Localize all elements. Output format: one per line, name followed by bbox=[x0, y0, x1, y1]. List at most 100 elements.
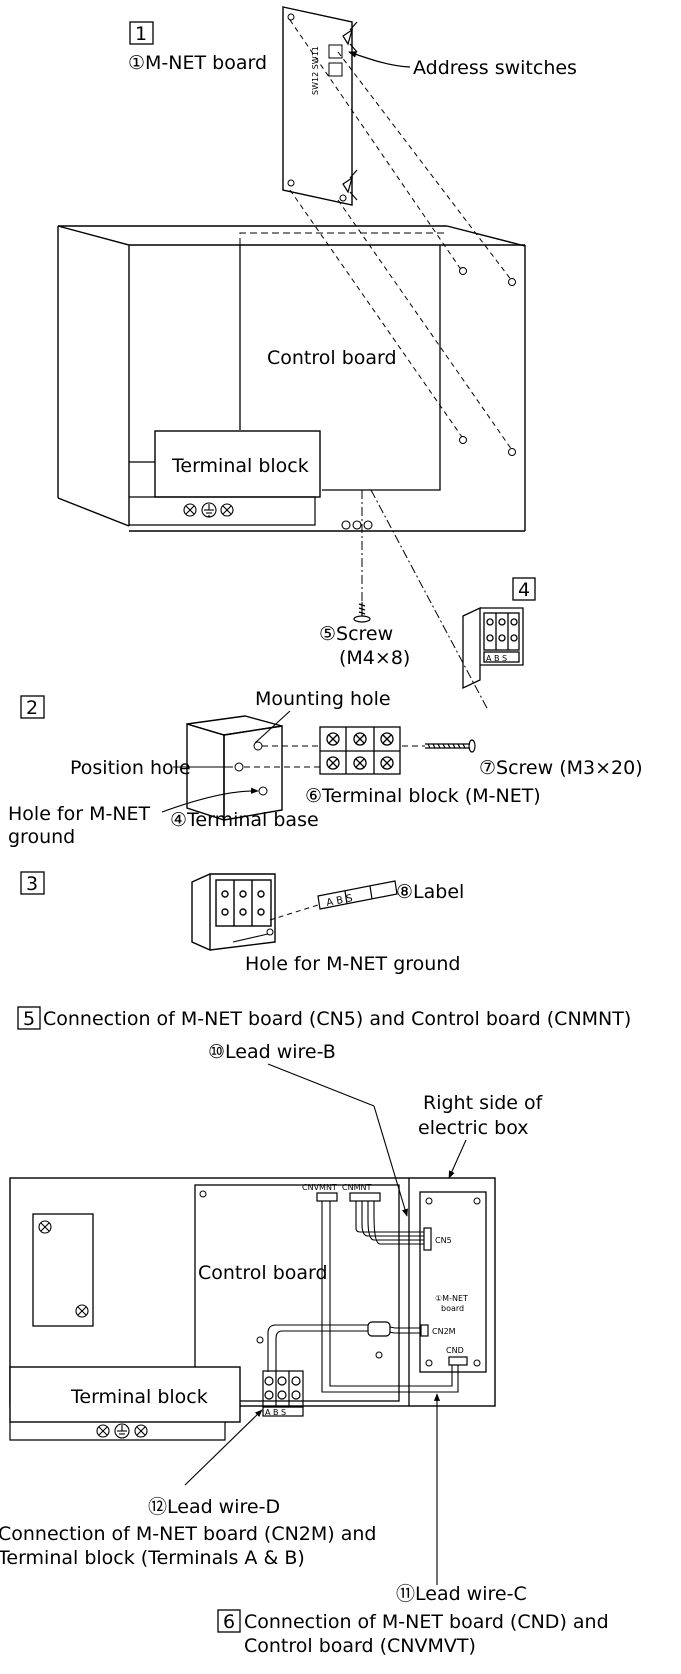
right-side-leader bbox=[448, 1139, 467, 1179]
step-2-section: 2 Mounting hole Position hole Hole for M… bbox=[8, 688, 643, 848]
lead-wire-d bbox=[267, 1324, 421, 1372]
label-part-label: ⑧Label bbox=[396, 881, 464, 903]
board-hole bbox=[287, 179, 295, 187]
mounting-guide-lines bbox=[289, 19, 513, 451]
terminal-unit-letters: A B S bbox=[486, 654, 507, 663]
step-5-section: 5 Connection of M-NET board (CN5) and Co… bbox=[0, 1006, 631, 1569]
lead-wire-b-leader bbox=[373, 1105, 408, 1217]
lead-wire-b-label: ⑩Lead wire-B bbox=[208, 1041, 336, 1063]
step-4-badge bbox=[512, 577, 536, 601]
label-guide-line bbox=[269, 904, 319, 921]
step-3-number: 3 bbox=[26, 873, 38, 895]
screw-m4-icon bbox=[353, 602, 371, 623]
abs-label-strip bbox=[317, 880, 398, 910]
lead-wire-c bbox=[321, 1201, 459, 1393]
board-spacer-bottom bbox=[342, 169, 358, 201]
terminal-rail-bottom bbox=[9, 1422, 226, 1441]
mounting-hole bbox=[508, 448, 516, 456]
cnmnt-label: CNMNT bbox=[342, 1183, 371, 1192]
step-6-section: ⑪Lead wire-C 6 Connection of M-NET board… bbox=[217, 1393, 609, 1657]
mnet-board bbox=[419, 1191, 487, 1373]
terminal-rail bbox=[129, 496, 316, 526]
electric-box-bottom bbox=[9, 1177, 496, 1407]
conn-cn2m-label-2: Terminal block (Terminals A & B) bbox=[0, 1547, 305, 1569]
ground-hole-leader bbox=[161, 787, 259, 813]
board-hole bbox=[339, 194, 347, 202]
mounting-hole bbox=[459, 436, 467, 444]
step-2-number: 2 bbox=[26, 697, 38, 719]
control-board-panel bbox=[239, 245, 441, 491]
cnd-label: CND bbox=[446, 1346, 464, 1355]
lead-wire-b bbox=[355, 1201, 424, 1245]
step-2-badge bbox=[20, 695, 45, 719]
screw-m3-icon bbox=[425, 739, 476, 753]
electric-box bbox=[57, 225, 526, 532]
mnet-board-small-2: board bbox=[441, 1304, 464, 1313]
step2-guide-lines bbox=[244, 745, 425, 768]
ground-hole bbox=[266, 928, 274, 936]
terminal-block-label: Terminal block bbox=[171, 455, 309, 477]
terminal-base-label: ④Terminal base bbox=[170, 809, 319, 831]
ground-screws-bottom bbox=[96, 1423, 148, 1439]
step-6-badge bbox=[217, 1609, 241, 1633]
address-switch-sw11 bbox=[328, 44, 343, 59]
cnvmnt-label: CNVMNT bbox=[302, 1183, 337, 1192]
control-board bbox=[194, 1184, 400, 1402]
step-1-section: 1 ①M-NET board SW12 SW11 Address switche… bbox=[57, 6, 577, 711]
right-side-label-1: Right side of bbox=[423, 1092, 544, 1114]
board-hole bbox=[256, 1336, 264, 1344]
mounting-hole bbox=[253, 741, 263, 751]
board-hole bbox=[287, 13, 295, 21]
abs-label-letters: A B S bbox=[325, 893, 353, 909]
screw-m4-size: (M4×8) bbox=[339, 647, 410, 669]
mounting-hole bbox=[508, 278, 516, 286]
control-board-label: Control board bbox=[267, 347, 397, 369]
mnet-terminal-block-small bbox=[262, 1370, 304, 1417]
bottom-holes bbox=[341, 520, 373, 530]
tb-letters-bottom: A B S bbox=[265, 1408, 286, 1417]
step-5-number: 5 bbox=[23, 1008, 35, 1030]
wire-d-coupler bbox=[367, 1321, 391, 1337]
cn2m-label: CN2M bbox=[432, 1327, 456, 1336]
ground-hole-leader bbox=[232, 933, 269, 943]
terminal-block-label-2: Terminal block bbox=[70, 1386, 208, 1408]
screw-m3-label: ⑦Screw (M3×20) bbox=[479, 757, 643, 779]
lead-wire-d-label: ⑫Lead wire-D bbox=[148, 1496, 280, 1518]
mnet-board-label: ①M-NET board bbox=[128, 52, 267, 74]
conn-cn2m-label-1: Connection of M-NET board (CN2M) and bbox=[0, 1523, 377, 1545]
terminal-assembly bbox=[191, 873, 276, 951]
terminal-block bbox=[154, 430, 321, 498]
switch-labels: SW12 SW11 bbox=[311, 46, 320, 95]
mnet-board-small-1: ①M-NET bbox=[435, 1294, 468, 1303]
address-switch-sw12 bbox=[328, 62, 343, 77]
lead-wire-d-leader bbox=[184, 1409, 263, 1486]
hole-ground-label-1: Hole for M-NET bbox=[8, 803, 151, 825]
step-5-badge bbox=[17, 1006, 41, 1030]
step-4-section: 4 A B S bbox=[462, 577, 536, 690]
position-hole bbox=[234, 762, 244, 772]
step-6-number: 6 bbox=[223, 1611, 235, 1633]
control-board-dashed-outline bbox=[239, 232, 447, 245]
screw-m4-label: ⑤Screw bbox=[319, 623, 393, 645]
board-hole bbox=[199, 1190, 207, 1198]
right-side-label-2: electric box bbox=[418, 1117, 528, 1139]
step-4-number: 4 bbox=[518, 579, 530, 601]
ground-hole bbox=[258, 786, 268, 796]
cn2m-connector bbox=[420, 1324, 429, 1337]
cnmnt-connector bbox=[349, 1192, 381, 1202]
side-plate-screws bbox=[38, 1220, 89, 1318]
step-6-title-2: Control board (CNVMVT) bbox=[244, 1635, 476, 1657]
step-5-title: Connection of M-NET board (CN5) and Cont… bbox=[43, 1008, 631, 1030]
hole-ground-label-2: ground bbox=[8, 826, 75, 848]
cn5-connector bbox=[423, 1227, 432, 1251]
terminal-guide-line bbox=[370, 489, 489, 711]
mounting-hole-label: Mounting hole bbox=[255, 688, 391, 710]
step-1-number: 1 bbox=[135, 23, 147, 45]
mnet-terminal-block-label: ⑥Terminal block (M-NET) bbox=[305, 785, 541, 807]
cnvmnt-connector bbox=[316, 1192, 338, 1202]
mounting-hole bbox=[459, 267, 467, 275]
terminal-block-bottom bbox=[9, 1366, 241, 1423]
cn5-label: CN5 bbox=[435, 1236, 452, 1245]
cnd-connector bbox=[448, 1356, 468, 1366]
